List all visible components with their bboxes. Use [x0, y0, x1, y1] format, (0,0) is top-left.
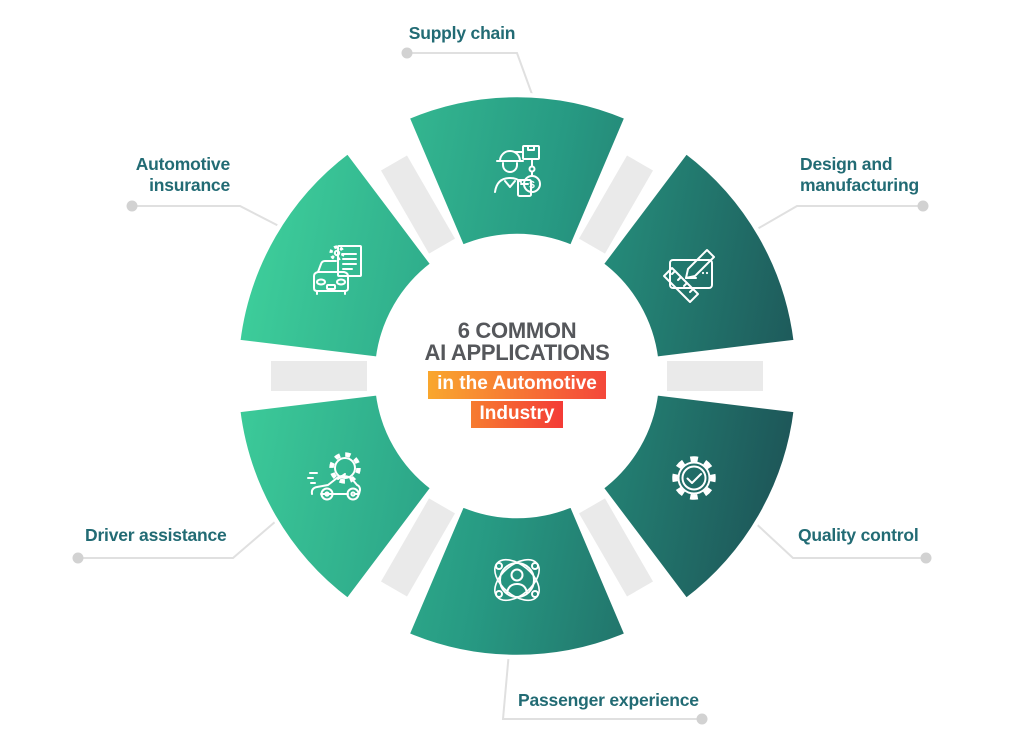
connector-dot-supply-chain [401, 47, 413, 59]
segment-quality-control [599, 390, 799, 603]
callout-quality-control: Quality control [798, 525, 919, 546]
callout-design-manufacturing: Design and manufacturing [800, 154, 980, 195]
separator-band [579, 155, 653, 254]
separator-band [667, 361, 763, 391]
segment-separators [271, 155, 763, 597]
automotive-insurance-icon [313, 245, 362, 295]
title-line-1: 6 COMMON [457, 318, 577, 343]
callout-passenger-experience: Passenger experience [518, 690, 699, 711]
callout-label: Quality control [798, 525, 919, 545]
callout-label: Driver assistance [85, 525, 227, 545]
callout-label: insurance [149, 174, 230, 195]
separator-band [271, 361, 367, 391]
callout-driver-assistance: Driver assistance [85, 525, 227, 546]
connector-dot-automotive-insurance [126, 200, 138, 212]
callout-supply-chain: Supply chain [382, 23, 542, 44]
callout-automotive-insurance: Automotive insurance [66, 154, 230, 195]
connector-dot-passenger-experience [696, 713, 708, 725]
passenger-experience-icon [494, 558, 540, 602]
donut-segments [235, 92, 799, 660]
center-title: 6 COMMON AI APPLICATIONS in the Automoti… [387, 318, 647, 429]
callout-label: Supply chain [408, 23, 516, 43]
segment-supply-chain [404, 92, 630, 250]
callout-label: Design and [800, 154, 893, 174]
design-manufacturing-icon [663, 249, 715, 303]
connector-passenger-experience [501, 651, 702, 720]
separator-band [381, 155, 455, 254]
separator-band [381, 498, 455, 597]
connector-supply-chain [407, 52, 534, 98]
connector-dot-design-manufacturing [917, 200, 929, 212]
svg-text:$: $ [529, 180, 535, 191]
quality-control-icon [672, 456, 716, 500]
supply-chain-icon: $ [494, 145, 541, 197]
callout-label: Passenger experience [518, 690, 699, 710]
driver-assistance-icon [307, 452, 361, 501]
callout-label: Automotive [135, 154, 230, 174]
segment-driver-assistance [235, 390, 435, 603]
title-highlight-line-1: in the Automotive [428, 370, 606, 399]
segment-icons: $ [307, 145, 716, 602]
callout-label: manufacturing [800, 174, 919, 195]
title-line-2: AI APPLICATIONS [424, 340, 610, 366]
connector-dot-driver-assistance [72, 552, 84, 564]
connector-dot-quality-control [920, 552, 932, 564]
segment-design-and-manufacturing [599, 149, 799, 362]
title-highlight-line-2: Industry [470, 400, 564, 429]
separator-band [579, 498, 653, 597]
